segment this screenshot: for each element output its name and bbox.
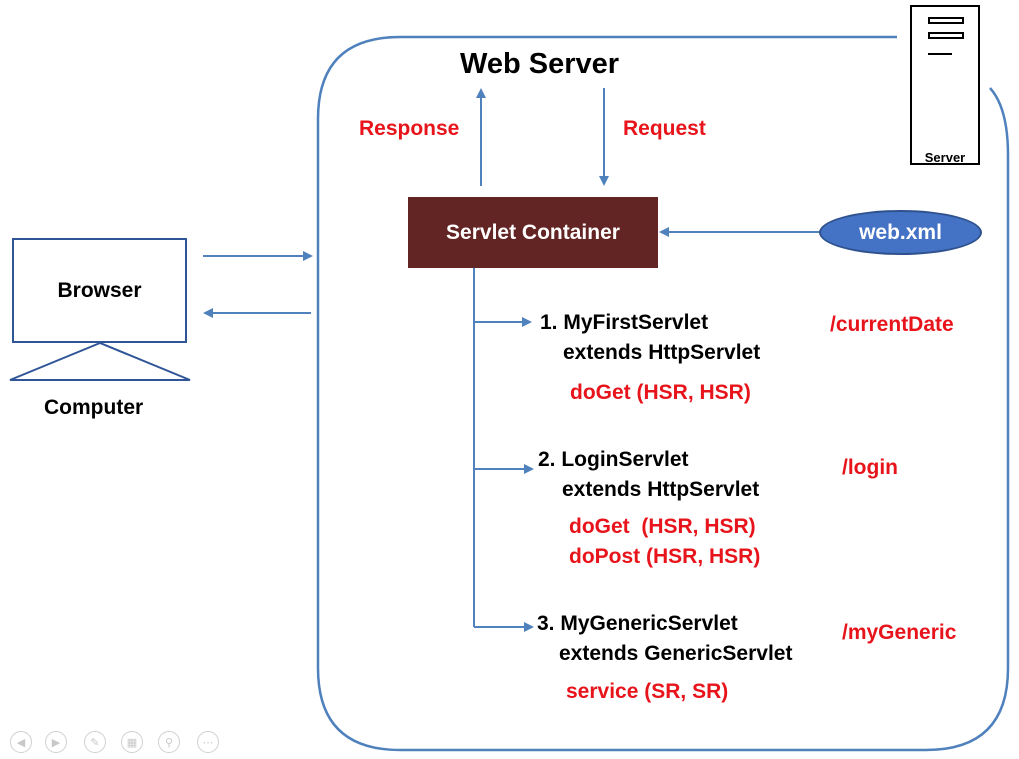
servlet-1-mapping: /currentDate [830, 313, 954, 336]
servlet-2-extends: extends HttpServlet [562, 478, 760, 501]
servlet-2-method: doGet (HSR, HSR) [569, 515, 756, 538]
servlet-3-mapping: /myGeneric [842, 621, 957, 644]
web-xml-ellipse: web.xml [819, 210, 982, 255]
computer-stand [9, 341, 191, 381]
server-line [928, 53, 952, 55]
slides-icon[interactable]: ▦ [121, 731, 143, 753]
servlet-2-method: doPost (HSR, HSR) [569, 545, 761, 568]
servlet-3-name: 3. MyGenericServlet [537, 612, 738, 635]
servlet-container: Servlet Container [408, 197, 658, 268]
web-server-boundary [316, 35, 1010, 752]
server-label: Server [924, 150, 966, 165]
servlet-container-label: Servlet Container [446, 220, 620, 244]
servlet-2-name: 2. LoginServlet [538, 448, 689, 471]
request-label: Request [623, 117, 706, 140]
servlet-1-name: 1. MyFirstServlet [540, 311, 709, 334]
server-icon: Server [910, 5, 980, 165]
pen-icon[interactable]: ✎ [84, 731, 106, 753]
servlet-1-method: doGet (HSR, HSR) [570, 381, 751, 404]
zoom-icon[interactable]: ⚲ [158, 731, 180, 753]
servlet-3-extends: extends GenericServlet [559, 642, 793, 665]
computer-label: Computer [44, 396, 144, 419]
server-slot [928, 32, 964, 39]
browser-label: Browser [57, 278, 142, 302]
previous-icon[interactable]: ◀ [10, 731, 32, 753]
servlet-2-mapping: /login [842, 456, 898, 479]
servlet-3-method: service (SR, SR) [566, 680, 729, 703]
web-xml-label: web.xml [859, 220, 942, 244]
servlet-1-extends: extends HttpServlet [563, 341, 761, 364]
more-icon[interactable]: ⋯ [197, 731, 219, 753]
next-icon[interactable]: ▶ [45, 731, 67, 753]
response-label: Response [359, 117, 460, 140]
server-slot [928, 17, 964, 24]
web-server-title: Web Server [460, 48, 620, 80]
browser-monitor: Browser [12, 238, 187, 343]
